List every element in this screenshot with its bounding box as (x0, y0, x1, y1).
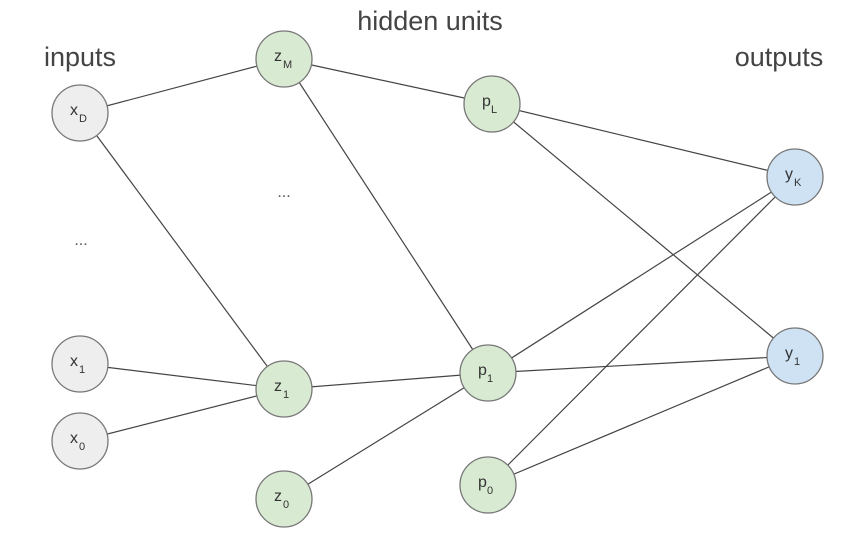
node-circle-x0 (51, 412, 109, 470)
edge-xD-z1 (79, 112, 285, 390)
edge-pL-yK (491, 103, 796, 178)
edge-pL-y1 (491, 103, 796, 357)
node-circle-zM (255, 30, 313, 88)
inputs-ellipsis: ... (74, 232, 87, 249)
outputs-header: outputs (735, 42, 824, 72)
node-subscript-z1: 1 (283, 389, 289, 401)
node-subscript-yK: K (794, 177, 802, 189)
node-circle-x1 (51, 335, 109, 393)
node-circle-yK (766, 148, 824, 206)
node-circle-z0 (255, 470, 313, 528)
edges (79, 58, 796, 500)
node-label-y1: y (785, 345, 793, 362)
node-label-p1: p (478, 362, 487, 379)
edge-x0-z1 (79, 388, 285, 442)
edge-x1-z1 (79, 363, 285, 390)
node-circle-p1 (459, 344, 517, 402)
node-subscript-xD: D (79, 113, 87, 125)
edge-p0-y1 (487, 355, 796, 486)
inputs-header: inputs (44, 42, 116, 72)
edge-zM-pL (283, 58, 493, 105)
node-subscript-p0: 0 (487, 485, 493, 497)
node-circle-pL (463, 75, 521, 133)
hidden-units-header: hidden units (357, 6, 503, 36)
node-subscript-x1: 1 (79, 364, 85, 376)
edge-z1-p1 (283, 372, 489, 390)
node-circle-z1 (255, 360, 313, 418)
node-label-z0: z (274, 488, 282, 505)
node-label-x0: x (70, 430, 78, 447)
node-label-xD: x (70, 102, 78, 119)
node-circle-xD (51, 84, 109, 142)
node-subscript-z0: 0 (283, 499, 289, 511)
node-label-x1: x (70, 353, 78, 370)
edge-p1-yK (487, 176, 796, 374)
node-subscript-zM: M (283, 59, 292, 71)
node-subscript-x0: 0 (79, 441, 85, 453)
edge-p1-y1 (487, 355, 796, 374)
edge-p0-yK (487, 176, 796, 486)
hidden-ellipsis: ... (277, 184, 290, 201)
edge-zM-p1 (283, 58, 489, 374)
node-subscript-pL: L (491, 104, 497, 116)
node-label-pL: p (482, 93, 491, 110)
node-subscript-y1: 1 (794, 356, 800, 368)
edge-z0-p1 (283, 372, 489, 500)
node-label-yK: y (785, 166, 793, 183)
node-subscript-p1: 1 (487, 373, 493, 385)
node-circle-p0 (459, 456, 517, 514)
node-label-zM: z (274, 48, 282, 65)
node-circle-y1 (766, 327, 824, 385)
node-label-z1: z (274, 378, 282, 395)
edge-xD-zM (79, 58, 285, 114)
node-label-p0: p (478, 474, 487, 491)
